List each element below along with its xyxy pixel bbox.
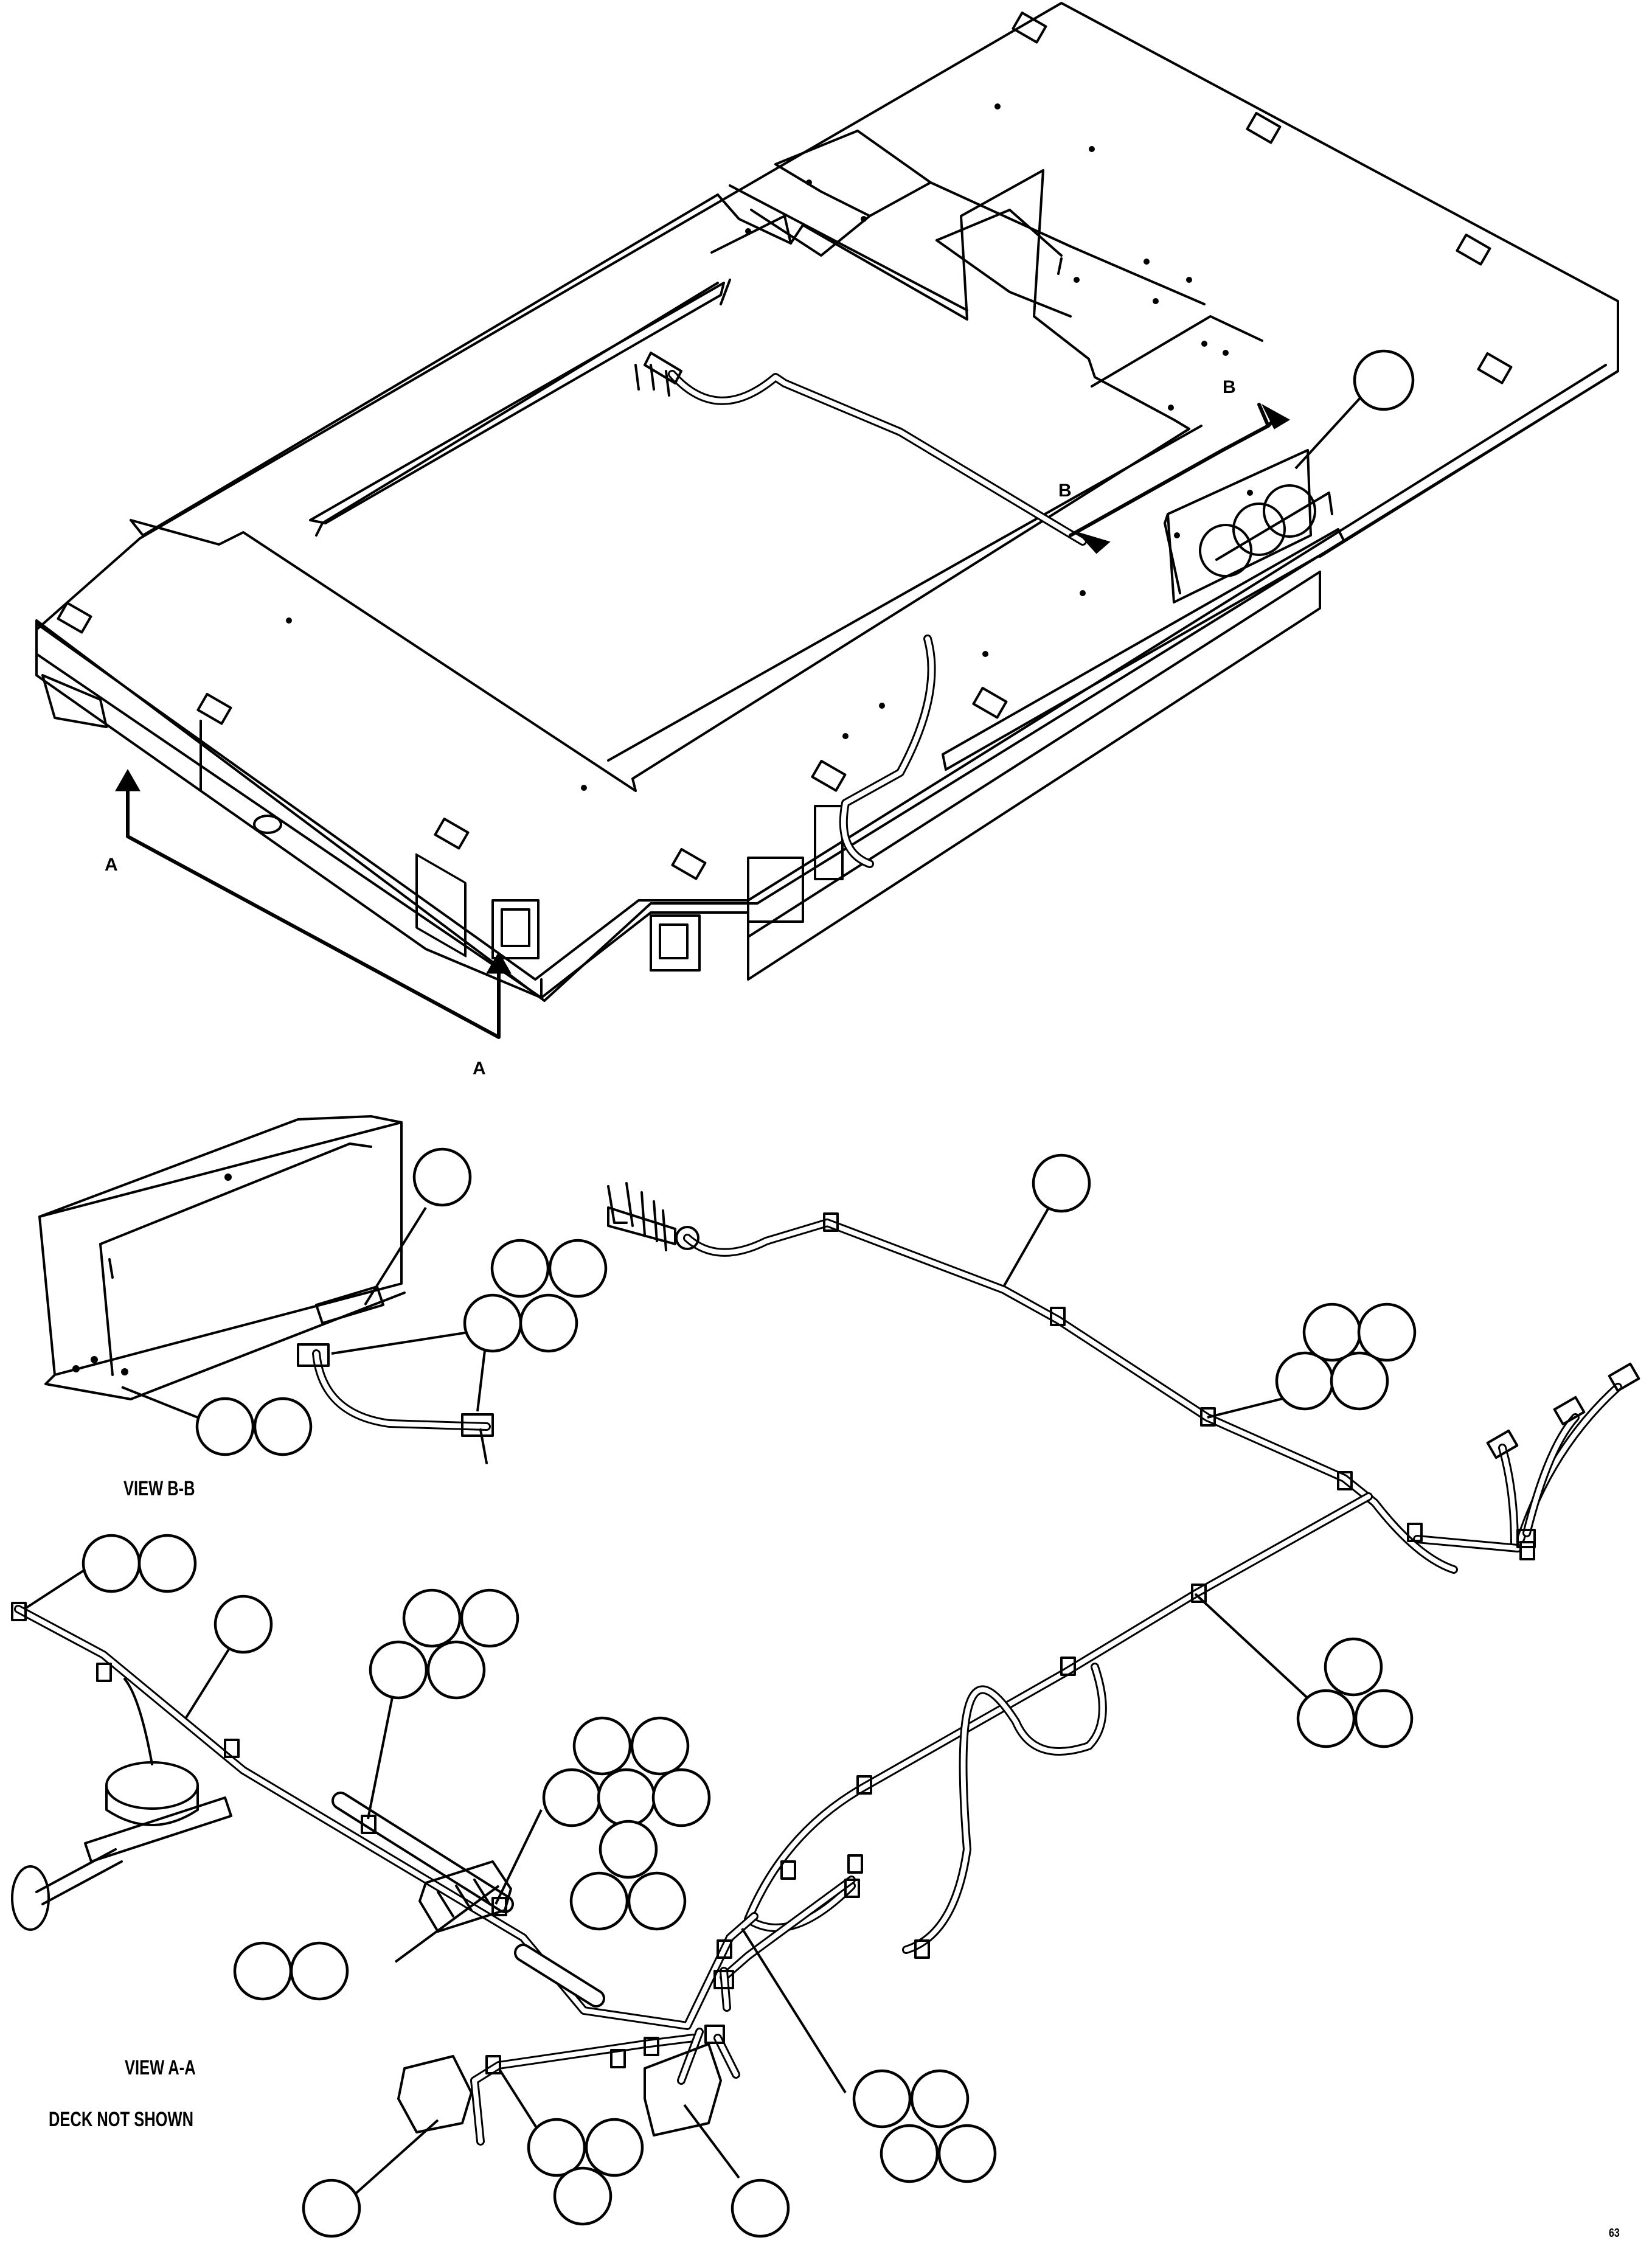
deck-assembly (35, 2, 1619, 1002)
deck-holes (286, 103, 1253, 791)
callout-deck (1294, 349, 1415, 470)
section-label-b-mid: B (1058, 481, 1072, 501)
harness-clips (11, 1212, 1536, 2074)
section-arrow-b (1069, 403, 1290, 554)
leaders (23, 1201, 1321, 2197)
section-label-a-bottom: A (473, 1059, 486, 1079)
section-label-b-top: B (1223, 377, 1236, 397)
view-bb-title: VIEW B-B (123, 1477, 195, 1500)
deck-connector (634, 352, 682, 397)
gauge-box (1164, 449, 1316, 603)
main-harness (11, 1182, 1640, 2146)
front-lamps (415, 805, 844, 972)
page-reference: 63 (1609, 2227, 1620, 2240)
view-bb-group (38, 1115, 608, 1464)
view-aa-title: VIEW A-A (125, 2056, 196, 2079)
deck-pads (57, 12, 1513, 880)
section-arrow-a (115, 768, 512, 1039)
callouts (82, 1153, 1417, 2238)
section-label-a-left: A (105, 855, 118, 875)
horn (11, 1678, 232, 1931)
deck-not-shown-note: DECK NOT SHOWN (49, 2108, 193, 2131)
